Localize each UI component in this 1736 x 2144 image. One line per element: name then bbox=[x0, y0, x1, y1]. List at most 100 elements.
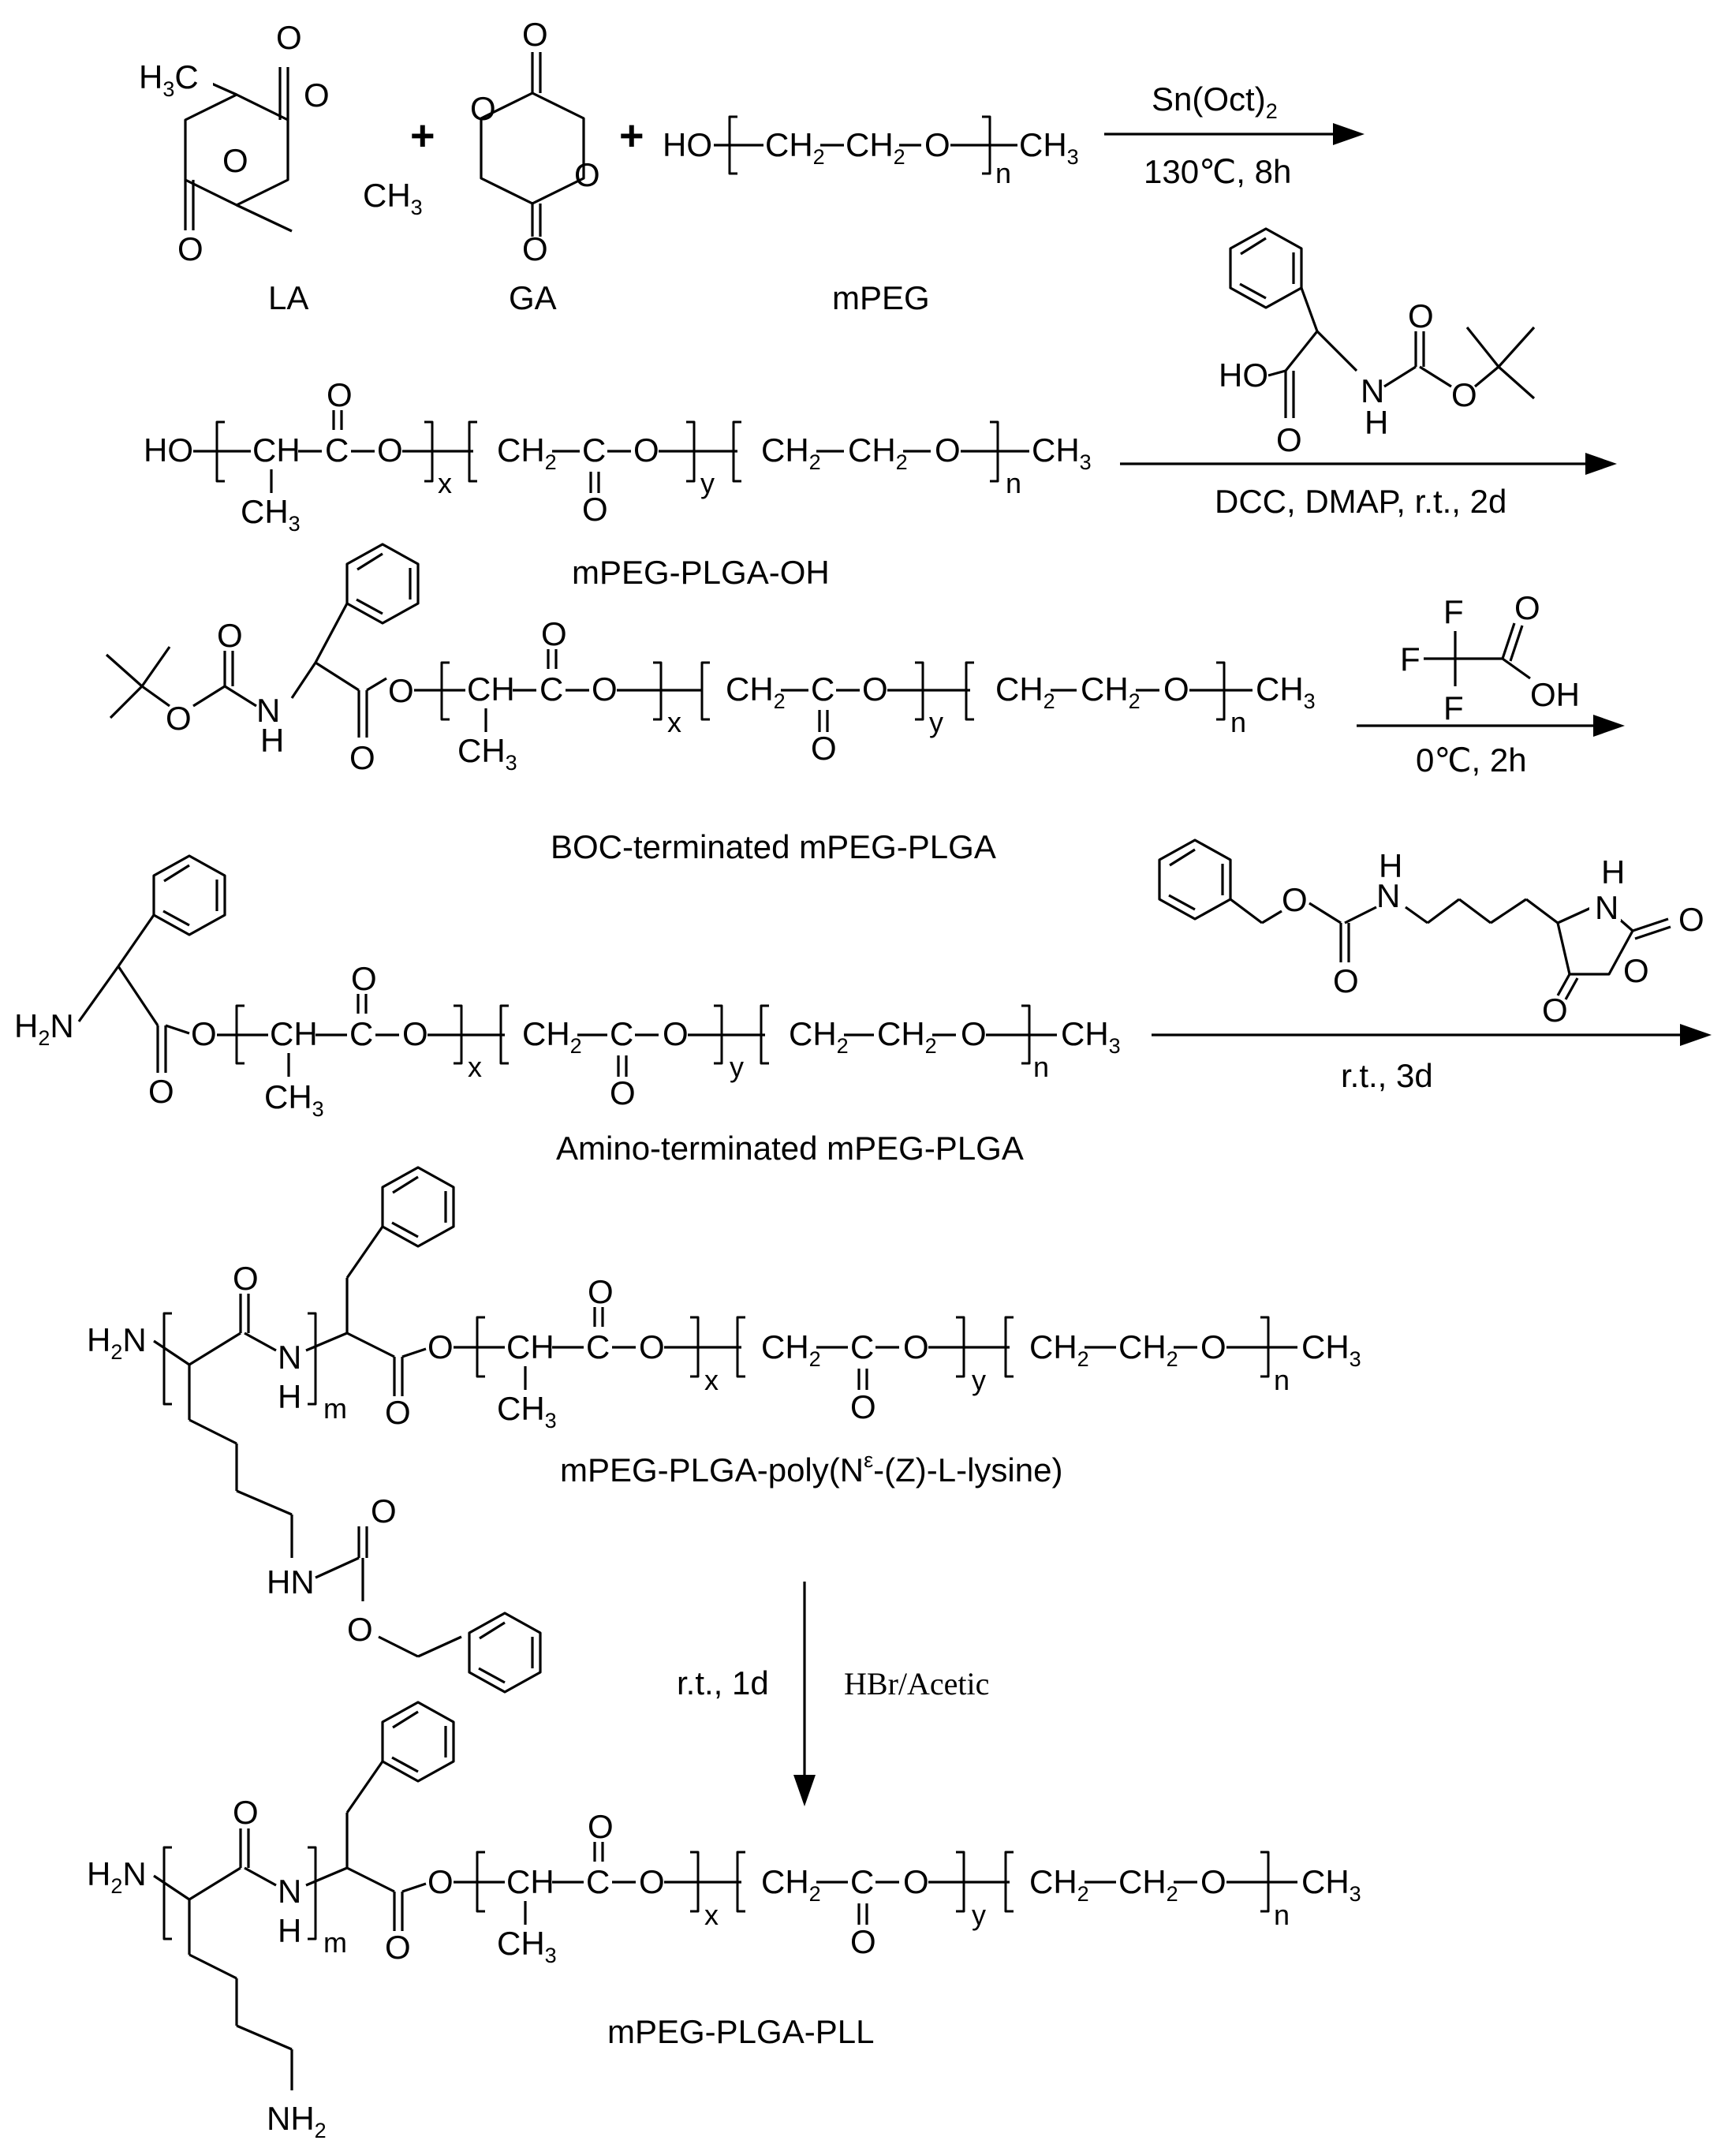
svg-text:F: F bbox=[1443, 689, 1464, 726]
svg-text:x: x bbox=[667, 706, 681, 738]
svg-text:O: O bbox=[233, 1260, 259, 1297]
svg-text:C: C bbox=[586, 1328, 610, 1365]
svg-text:N: N bbox=[1595, 889, 1618, 926]
lactide-carbonyl-o-top: O bbox=[276, 19, 302, 56]
pll-copolymer-label: mPEG-PLGA-PLL bbox=[607, 2013, 874, 2050]
svg-text:O: O bbox=[402, 1015, 428, 1052]
svg-text:CH3: CH3 bbox=[1032, 431, 1092, 474]
z-lysine-copolymer-structure: H2N O N H m HN O O bbox=[87, 1166, 1361, 1694]
svg-text:CH2: CH2 bbox=[1118, 1863, 1178, 1906]
svg-text:F: F bbox=[1443, 593, 1464, 630]
svg-text:O: O bbox=[811, 730, 837, 767]
svg-text:CH3: CH3 bbox=[1019, 126, 1079, 169]
svg-text:O: O bbox=[217, 617, 243, 654]
svg-text:O: O bbox=[371, 1492, 397, 1530]
svg-text:O: O bbox=[148, 1073, 174, 1110]
svg-text:C: C bbox=[582, 431, 606, 469]
svg-text:HO: HO bbox=[144, 431, 193, 469]
svg-text:O: O bbox=[349, 739, 375, 776]
svg-text:C: C bbox=[610, 1015, 633, 1052]
lactide-structure: H3C O O O O CH3 LA bbox=[134, 19, 423, 316]
svg-text:CH2: CH2 bbox=[846, 126, 905, 169]
svg-text:O: O bbox=[522, 16, 548, 53]
svg-text:O: O bbox=[427, 1328, 454, 1365]
arrow-step5: r.t., 1d HBr/Acetic bbox=[677, 1582, 989, 1806]
svg-text:CH: CH bbox=[270, 1015, 318, 1052]
z-lysine-copolymer-label: mPEG-PLGA-poly(Nε-(Z)-L-lysine) bbox=[560, 1448, 1062, 1488]
svg-text:H3C: H3C bbox=[139, 58, 199, 101]
arrow-step4: r.t., 3d bbox=[1152, 1024, 1712, 1094]
svg-text:CH2: CH2 bbox=[761, 1328, 821, 1371]
svg-text:O: O bbox=[1514, 589, 1540, 626]
svg-text:O: O bbox=[592, 670, 618, 708]
svg-text:y: y bbox=[929, 706, 943, 738]
svg-text:CH3: CH3 bbox=[241, 493, 301, 536]
svg-text:y: y bbox=[730, 1051, 744, 1083]
svg-text:H: H bbox=[278, 1378, 301, 1415]
svg-text:O: O bbox=[1276, 421, 1302, 458]
mpeg-structure: HO CH2 CH2 O n CH3 mPEG bbox=[663, 115, 1079, 316]
svg-text:O: O bbox=[191, 1015, 217, 1052]
svg-text:O: O bbox=[1623, 952, 1649, 989]
glycolide-label: GA bbox=[509, 279, 557, 316]
svg-text:H2N: H2N bbox=[14, 1007, 74, 1050]
svg-text:O: O bbox=[862, 670, 888, 708]
svg-text:O: O bbox=[327, 376, 353, 413]
svg-text:y: y bbox=[700, 467, 715, 499]
svg-text:O: O bbox=[385, 1394, 411, 1431]
svg-text:CH2: CH2 bbox=[1029, 1863, 1089, 1906]
svg-text:C: C bbox=[586, 1863, 610, 1900]
svg-text:CH3: CH3 bbox=[1256, 670, 1316, 713]
svg-text:CH2: CH2 bbox=[848, 431, 908, 474]
svg-text:O: O bbox=[610, 1074, 636, 1111]
svg-text:CH3: CH3 bbox=[1301, 1328, 1361, 1371]
svg-text:CH2: CH2 bbox=[1118, 1328, 1178, 1371]
svg-text:N: N bbox=[278, 1873, 301, 1910]
boc-terminated-structure: O O N H O O CH CH3 C O O x CH2 C bbox=[105, 543, 1316, 865]
step2-conditions: DCC, DMAP, r.t., 2d bbox=[1215, 483, 1506, 520]
svg-text:O: O bbox=[639, 1328, 665, 1365]
svg-text:CH2: CH2 bbox=[522, 1015, 582, 1058]
svg-text:NH2: NH2 bbox=[267, 2100, 327, 2142]
svg-text:CH2: CH2 bbox=[877, 1015, 937, 1058]
svg-text:O: O bbox=[1333, 962, 1359, 999]
boc-terminated-label: BOC-terminated mPEG-PLGA bbox=[551, 828, 996, 865]
lys-nca-reagent: O O N H H N O O O bbox=[1158, 839, 1704, 1029]
svg-text:H: H bbox=[278, 1912, 301, 1949]
amino-terminated-label: Amino-terminated mPEG-PLGA bbox=[556, 1130, 1024, 1167]
svg-text:H2N: H2N bbox=[87, 1321, 147, 1364]
svg-text:O: O bbox=[388, 672, 414, 709]
svg-text:O: O bbox=[588, 1808, 614, 1845]
svg-text:HO: HO bbox=[663, 126, 712, 163]
svg-text:CH2: CH2 bbox=[497, 431, 557, 474]
svg-text:H: H bbox=[1379, 847, 1402, 884]
svg-text:CH2: CH2 bbox=[726, 670, 786, 713]
svg-text:CH3: CH3 bbox=[1061, 1015, 1121, 1058]
tfa-reagent: F F F O OH bbox=[1400, 589, 1580, 726]
svg-text:CH2: CH2 bbox=[789, 1015, 849, 1058]
arrow-step3: 0℃, 2h bbox=[1357, 715, 1625, 779]
lactide-ring-o-left: O bbox=[222, 142, 248, 179]
svg-text:m: m bbox=[323, 1926, 347, 1959]
svg-text:O: O bbox=[1200, 1863, 1226, 1900]
svg-text:O: O bbox=[541, 615, 567, 652]
svg-text:O: O bbox=[903, 1328, 929, 1365]
svg-text:F: F bbox=[1400, 641, 1421, 678]
svg-text:CH: CH bbox=[252, 431, 301, 469]
svg-text:n: n bbox=[1274, 1364, 1290, 1396]
svg-text:n: n bbox=[995, 157, 1011, 189]
lactide-ring-o-right: O bbox=[304, 77, 330, 114]
catalyst-label: Sn(Oct)2 bbox=[1152, 80, 1278, 123]
arrow-step2: DCC, DMAP, r.t., 2d bbox=[1120, 453, 1617, 520]
svg-text:CH3: CH3 bbox=[497, 1925, 557, 1967]
svg-text:O: O bbox=[924, 126, 950, 163]
glycolide-structure: O O O O GA bbox=[470, 16, 600, 316]
svg-text:y: y bbox=[972, 1364, 986, 1396]
svg-text:CH3: CH3 bbox=[497, 1390, 557, 1432]
svg-text:O: O bbox=[850, 1923, 876, 1960]
svg-text:O: O bbox=[663, 1015, 689, 1052]
svg-text:CH3: CH3 bbox=[363, 177, 423, 219]
boc-phe-reagent: HO O N H O O bbox=[1219, 227, 1536, 458]
plus-sign-2: + bbox=[619, 112, 644, 159]
